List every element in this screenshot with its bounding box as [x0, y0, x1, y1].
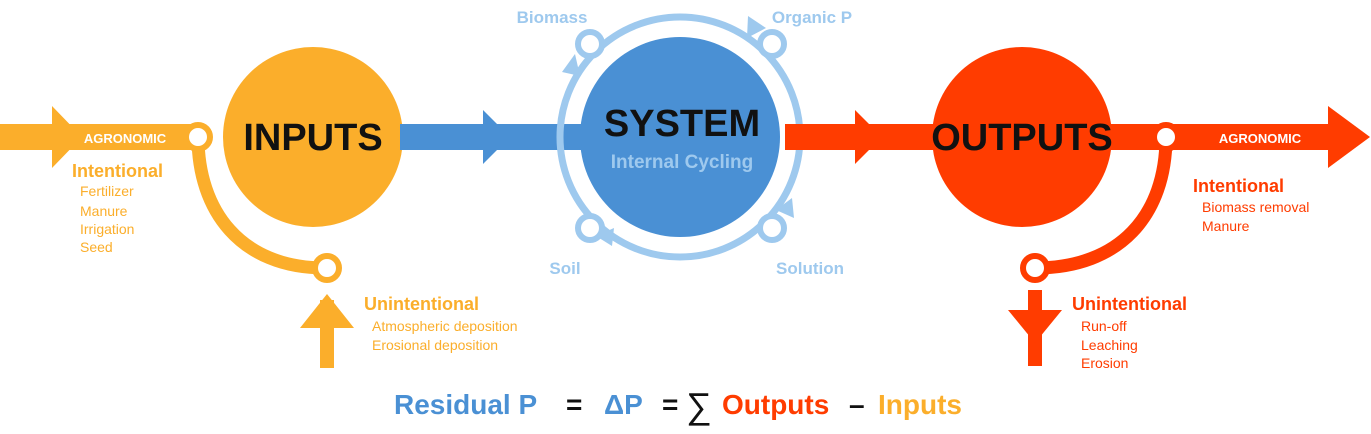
outputs-exit-arrowhead	[1328, 106, 1370, 168]
equation-sum-symbol: ∑	[686, 385, 712, 426]
inputs-intentional-item: Manure	[80, 203, 128, 219]
inputs-unintentional-item: Atmospheric deposition	[372, 318, 518, 334]
outputs-unintentional-item: Run-off	[1081, 318, 1127, 334]
equation-residual: Residual P	[394, 389, 537, 420]
cycle-arrowhead-right	[776, 198, 794, 218]
residual-p-equation: Residual P = ΔP = ∑ Outputs – Inputs	[394, 385, 962, 426]
equation-equals: =	[566, 389, 582, 420]
outputs-agronomic-bar	[1110, 124, 1340, 150]
outputs-title: OUTPUTS	[931, 117, 1113, 159]
system-circle	[580, 37, 780, 237]
system-section: SYSTEM Internal Cycling Biomass Organic …	[400, 8, 852, 278]
outputs-unintentional-item: Erosion	[1081, 355, 1128, 371]
inputs-agronomic-node	[183, 122, 213, 152]
inputs-circle	[223, 47, 403, 227]
inputs-unintentional-node	[312, 253, 342, 283]
system-subtitle: Internal Cycling	[611, 152, 754, 173]
inputs-intentional-item: Fertilizer	[80, 183, 134, 199]
inputs-intentional-heading: Intentional	[72, 161, 163, 181]
outputs-unintentional-heading: Unintentional	[1072, 294, 1187, 314]
inputs-unintentional-item: Erosional deposition	[372, 337, 498, 353]
inputs-section: AGRONOMIC INPUTS Intentional Fertilizer …	[0, 47, 518, 368]
system-to-outputs-arrowhead	[855, 110, 882, 164]
pool-label-soil: Soil	[549, 259, 580, 278]
pool-label-solution: Solution	[776, 259, 844, 278]
inputs-intentional-item: Seed	[80, 239, 113, 255]
pool-label-biomass: Biomass	[517, 8, 588, 27]
outputs-agronomic-label: AGRONOMIC	[1219, 131, 1302, 146]
equation-equals: =	[662, 389, 678, 420]
cycle-arrowhead-left	[562, 54, 580, 76]
inputs-agronomic-label: AGRONOMIC	[84, 131, 167, 146]
outputs-agronomic-node	[1151, 122, 1181, 152]
outputs-intentional-item: Biomass removal	[1202, 199, 1309, 215]
inputs-agronomic-bar	[60, 124, 205, 150]
outputs-unintentional-item: Leaching	[1081, 337, 1138, 353]
cycle-arrowhead-bottom	[596, 228, 614, 246]
pool-node-organic-p	[757, 29, 787, 59]
outputs-unintentional-node	[1020, 253, 1050, 283]
equation-inputs: Inputs	[878, 389, 962, 420]
inputs-unintentional-arrowhead	[300, 294, 354, 328]
pool-label-organic-p: Organic P	[772, 8, 852, 27]
outputs-bypass-arc	[1034, 136, 1173, 275]
equation-outputs: Outputs	[722, 389, 829, 420]
inputs-title: INPUTS	[243, 117, 382, 159]
inputs-intentional-item: Irrigation	[80, 221, 134, 237]
outputs-section: AGRONOMIC OUTPUTS Intentional Biomass re…	[785, 47, 1370, 371]
equation-delta: ΔP	[604, 389, 643, 420]
pool-node-soil	[575, 213, 605, 243]
outputs-intentional-item: Manure	[1202, 218, 1250, 234]
cycle-arrowhead-top	[747, 16, 766, 38]
system-title: SYSTEM	[604, 103, 760, 145]
outputs-circle	[932, 47, 1112, 227]
outputs-unintentional-arrowhead	[1008, 310, 1062, 343]
outputs-intentional-heading: Intentional	[1193, 176, 1284, 196]
pool-node-solution	[757, 213, 787, 243]
inputs-to-system-arrowhead	[483, 110, 510, 164]
inputs-bypass-arc	[191, 136, 326, 275]
inputs-unintentional-heading: Unintentional	[364, 294, 479, 314]
equation-minus: –	[849, 389, 865, 420]
pool-node-biomass	[575, 29, 605, 59]
